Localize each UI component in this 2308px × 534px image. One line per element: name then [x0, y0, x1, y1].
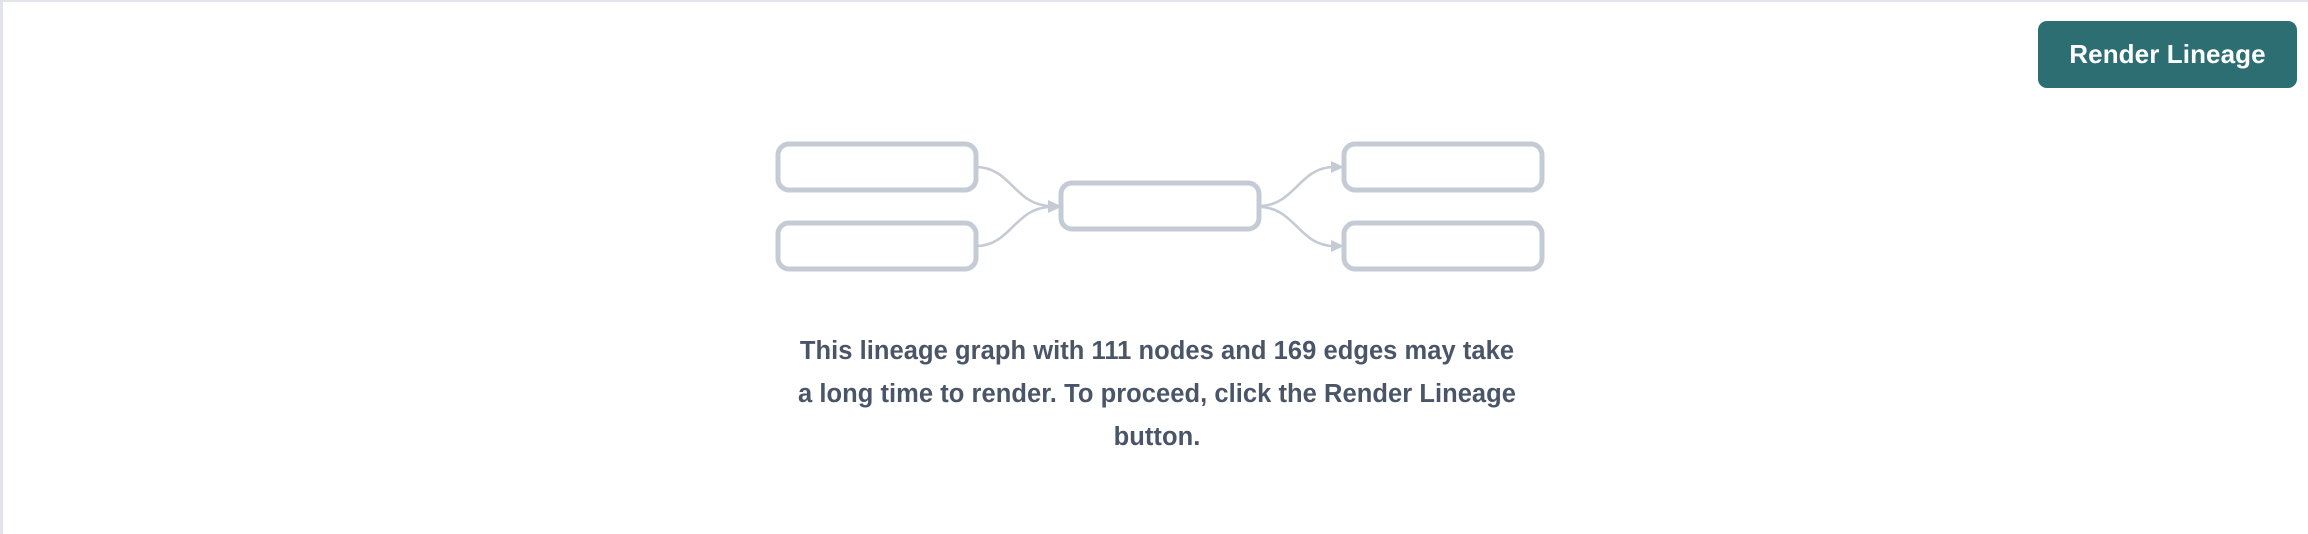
graph-edge-focus-to-downstream-2: [1258, 205, 1335, 248]
graph-node-downstream-2: [1341, 220, 1545, 272]
graph-edge-focus-to-downstream-1: [1258, 165, 1335, 208]
render-lineage-button[interactable]: Render Lineage: [2038, 21, 2297, 88]
lineage-toolbar: Render Lineage: [3, 2, 2308, 106]
graph-node-focus: [1058, 180, 1262, 232]
warning-line-1: This lineage graph with 111 nodes and 16…: [799, 337, 1515, 365]
warning-line-3: button.: [1113, 423, 1201, 451]
graph-edge-upstream-2-to-focus: [975, 205, 1052, 248]
graph-edge-arrowhead-3: [1331, 161, 1344, 173]
graph-edge-arrowhead-1: [1048, 200, 1061, 212]
lineage-warning-message: This lineage graph with 111 nodes and 16…: [3, 330, 2308, 459]
graph-edge-arrowhead-4: [1331, 240, 1344, 252]
graph-node-downstream-1: [1341, 141, 1545, 193]
warning-line-2: a long time to render. To proceed, click…: [797, 380, 1517, 408]
graph-edge-upstream-1-to-focus: [975, 165, 1052, 208]
graph-node-upstream-1: [775, 141, 979, 193]
lineage-graph-illustration: [775, 141, 1545, 272]
graph-edge-arrowhead-2: [1048, 201, 1061, 213]
graph-node-upstream-2: [775, 220, 979, 272]
